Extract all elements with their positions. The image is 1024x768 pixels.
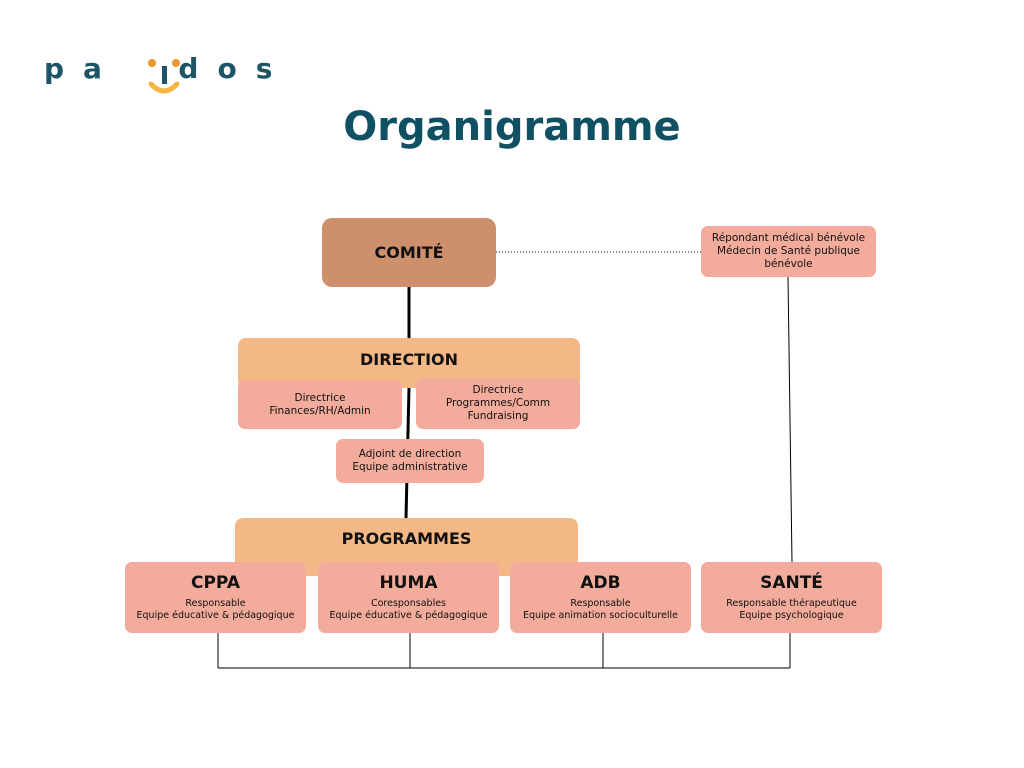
- line-medical-sante: [787, 276, 793, 563]
- program-adb-title: ADB: [580, 573, 621, 593]
- program-adb-box: ADB Responsable Equipe animation sociocu…: [510, 562, 691, 633]
- program-sante-desc: Responsable thérapeutique Equipe psychol…: [726, 598, 857, 621]
- program-huma-box: HUMA Coresponsables Equipe éducative & p…: [318, 562, 499, 633]
- program-cppa-desc: Responsable Equipe éducative & pédagogiq…: [136, 598, 295, 621]
- page-title: Organigramme: [343, 104, 681, 150]
- medical-referent-text: Répondant médical bénévole Médecin de Sa…: [711, 232, 866, 270]
- program-huma-title: HUMA: [379, 573, 438, 593]
- programmes-label: PROGRAMMES: [341, 529, 472, 548]
- paidos-logo: pa dos: [44, 52, 272, 98]
- director-programmes-text: Directrice Programmes/Comm Fundraising: [445, 384, 551, 422]
- director-finances-box: Directrice Finances/RH/Admin: [238, 380, 402, 429]
- program-cppa-box: CPPA Responsable Equipe éducative & péda…: [125, 562, 306, 633]
- logo-i-smile-icon: [148, 59, 180, 94]
- deputy-director-text: Adjoint de direction Equipe administrati…: [352, 448, 468, 473]
- comite-label: COMITÉ: [374, 243, 444, 262]
- director-finances-text: Directrice Finances/RH/Admin: [269, 391, 371, 417]
- director-programmes-box: Directrice Programmes/Comm Fundraising: [416, 378, 580, 429]
- program-sante-box: SANTÉ Responsable thérapeutique Equipe p…: [701, 562, 882, 633]
- direction-label: DIRECTION: [359, 350, 459, 369]
- medical-referent-box: Répondant médical bénévole Médecin de Sa…: [701, 226, 876, 277]
- deputy-director-box: Adjoint de direction Equipe administrati…: [336, 439, 484, 483]
- program-cppa-title: CPPA: [191, 573, 240, 593]
- program-sante-title: SANTÉ: [760, 573, 823, 593]
- program-huma-desc: Coresponsables Equipe éducative & pédago…: [329, 598, 488, 621]
- logo-text: pa dos: [44, 52, 292, 85]
- comite-box: COMITÉ: [322, 218, 496, 287]
- program-adb-desc: Responsable Equipe animation sociocultur…: [522, 598, 679, 621]
- direction-box: DIRECTION: [238, 338, 580, 388]
